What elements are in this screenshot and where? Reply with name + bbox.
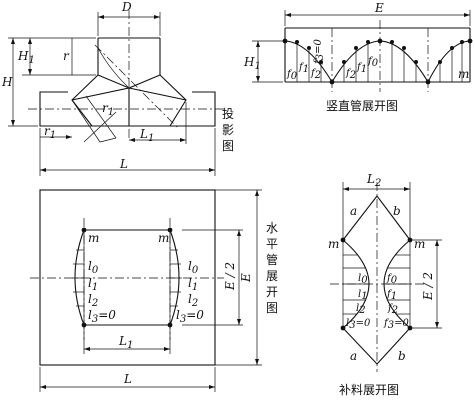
label-m-right: m <box>158 231 169 245</box>
label-patch-E-half: E / 2 <box>421 272 435 301</box>
label-H1-right: H1 <box>243 55 261 72</box>
label-a-bottom: a <box>350 349 357 363</box>
label-H: H <box>1 75 13 89</box>
label-l0: l0 <box>88 259 99 276</box>
caption-horizontal-2: 平 <box>266 237 278 251</box>
label-patch-f2: f2 <box>387 303 398 316</box>
label-L-bottom: L <box>123 372 132 386</box>
caption-vertical-development: 竖直管展开图 <box>326 98 398 113</box>
horizontal-pipe-development: m m l0 l1 l2 l3=0 l0 l1 l2 l3=0 L1 L E E… <box>30 189 278 392</box>
label-patch-l0: l0 <box>358 273 368 286</box>
caption-horizontal-4: 展 <box>266 269 278 283</box>
label-E-side: E <box>239 273 253 283</box>
label-b-bottom: b <box>398 349 406 363</box>
label-right-l0: l0 <box>188 259 199 276</box>
label-f0: f0 <box>286 69 298 82</box>
label-D: D <box>121 0 132 14</box>
caption-projection-3: 图 <box>222 139 234 153</box>
vertical-pipe-development: E H1 f0 f1 f2 f3=0 f2 f1 f0 m 竖直管展开图 <box>243 1 473 113</box>
label-patch-l1: l1 <box>358 289 368 302</box>
label-L2: L2 <box>366 172 381 189</box>
label-patch-f0: f0 <box>386 273 398 286</box>
label-H1: H1 <box>17 49 35 66</box>
label-E-top: E <box>374 1 384 15</box>
label-L: L <box>119 157 128 171</box>
label-b-top: b <box>393 204 401 218</box>
label-L1-bottom: L1 <box>118 334 133 351</box>
label-f0-b: f0 <box>367 56 379 69</box>
caption-projection-1: 投 <box>222 106 234 121</box>
label-f3-eq0: f3=0 <box>313 39 326 65</box>
label-l3-eq0: l3=0 <box>88 308 116 325</box>
label-m-patch-right: m <box>414 237 425 251</box>
label-f1-b: f1 <box>356 62 367 75</box>
caption-horizontal-3: 管 <box>266 252 278 267</box>
caption-horizontal-5: 开 <box>266 285 278 299</box>
label-E-half: E / 2 <box>223 262 237 291</box>
label-a-top: a <box>350 204 357 218</box>
label-l1: l1 <box>88 276 98 293</box>
label-f2-b: f2 <box>345 68 356 81</box>
label-f1: f1 <box>298 62 309 75</box>
projection-view: D H H1 r r1 r1 L1 L 投 影 图 <box>1 0 234 176</box>
caption-horizontal-1: 水 <box>266 221 278 235</box>
label-right-l1: l1 <box>188 276 198 293</box>
label-m-top-right: m <box>458 67 469 81</box>
label-r1-bottom: r1 <box>44 124 56 141</box>
label-l2: l2 <box>88 292 98 309</box>
caption-horizontal-6: 图 <box>266 301 278 315</box>
label-patch-f3-eq0: f3=0 <box>383 318 409 331</box>
label-patch-l3-eq0: l3=0 <box>346 318 371 331</box>
label-r1-diagonal: r1 <box>102 101 114 118</box>
label-right-l3-eq0: l3=0 <box>176 308 204 325</box>
label-m-left: m <box>88 231 99 245</box>
label-f2: f2 <box>310 68 321 81</box>
label-right-l2: l2 <box>188 292 198 309</box>
caption-projection-2: 影 <box>222 123 234 137</box>
label-r: r <box>63 49 70 63</box>
label-L1: L1 <box>139 127 154 144</box>
label-m-patch-left: m <box>328 237 339 251</box>
label-patch-l2: l2 <box>356 303 366 316</box>
caption-patch-development: 补料展开图 <box>339 383 399 397</box>
label-patch-f1: f1 <box>386 289 397 302</box>
patch-development: L2 a b a b m m l0 l1 l2 l3=0 f0 f1 f2 f3… <box>328 172 442 397</box>
